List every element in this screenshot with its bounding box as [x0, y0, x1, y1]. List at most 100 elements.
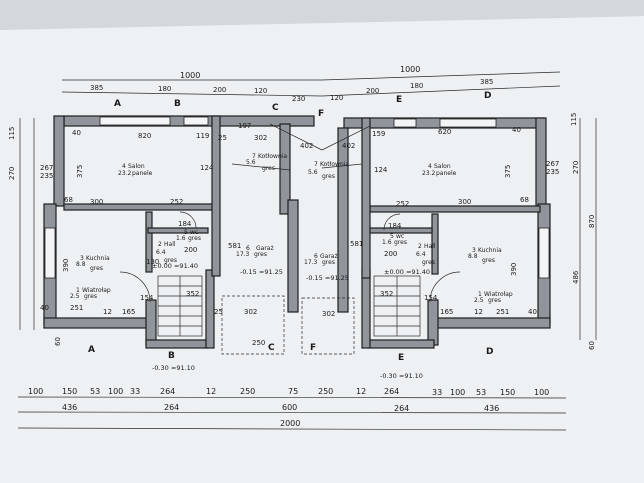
marker-a-top: A	[114, 99, 121, 109]
marker-f-bottom: F	[310, 343, 316, 353]
window-salon-left	[99, 116, 171, 126]
dim-top-l4: 120	[254, 87, 267, 95]
room-floor-hall-r: gres	[422, 259, 435, 266]
room-no-gar-l: 6	[246, 245, 250, 252]
dim-top-total-left: 1000	[180, 71, 200, 80]
room-no-hall-r: 2	[418, 243, 422, 250]
dim-b1-2: 53	[90, 387, 100, 396]
dim-b2-4: 436	[484, 404, 499, 413]
room-area-kot-r: 5.6	[308, 169, 318, 176]
dim-154-l: 154	[140, 294, 154, 302]
room-name-salon-r: Salon	[434, 163, 451, 170]
door-swing-entry-left	[119, 271, 151, 303]
dim-top-total-right: 1000	[400, 65, 420, 74]
dim-top-l1: 385	[90, 84, 103, 92]
dim-119: 119	[196, 132, 209, 140]
room-name-wc-r: wc	[396, 233, 404, 240]
room-name-kuch-l: Kuchnia	[86, 255, 110, 262]
room-name-kuch-r: Kuchnia	[478, 247, 502, 254]
dim-267-r: 267	[546, 160, 559, 168]
dim-b2-0: 436	[62, 403, 77, 412]
wall-south-left	[43, 317, 153, 329]
room-area-gar-r: 17.3	[304, 259, 318, 266]
room-area-hall-l: 6.4	[156, 249, 166, 256]
room-name-hall-r: Hall	[424, 243, 436, 250]
dim-251-r: 251	[496, 308, 509, 316]
dim-top-l3: 200	[213, 86, 226, 94]
room-no-wc-r: 5	[390, 233, 394, 240]
dim-b1-14: 53	[476, 388, 486, 397]
wall-garage-right	[337, 127, 349, 313]
dim-390-l: 390	[62, 259, 70, 272]
room-area-kuch-l: 8.8	[76, 261, 86, 268]
room-floor-gar-r: gres	[322, 259, 335, 266]
dim-581-r: 581	[350, 240, 363, 248]
marker-b-top: B	[174, 99, 181, 109]
side-dims-left: 115 270 375 267 235 68 390 60	[8, 118, 84, 346]
room-floor-salon-r: panele	[436, 170, 457, 177]
room-area-kuch-r: 8.8	[468, 253, 478, 260]
room-area-hall-r: 6.4	[416, 251, 426, 258]
dim-820: 820	[138, 132, 151, 140]
dim-402-r: 402	[342, 142, 355, 150]
wall-south-right	[435, 317, 551, 329]
dim-300-l: 300	[90, 198, 103, 206]
dim-b1-5: 264	[160, 387, 175, 396]
door-swing-wc-right	[383, 213, 401, 231]
window-top-right-2	[393, 118, 417, 128]
marker-f-top: F	[318, 109, 324, 119]
dim-b1-9: 250	[318, 387, 333, 396]
room-name-gar-r: Garaż	[320, 253, 338, 260]
dim-40-a: 40	[72, 129, 81, 137]
marker-c-bottom: C	[268, 343, 275, 353]
room-no-kot-r: 7	[314, 161, 318, 168]
dim-486-r: 486	[572, 270, 580, 284]
dim-12-r: 12	[474, 308, 483, 316]
dim-68-r: 68	[520, 196, 529, 204]
dim-68-l: 68	[64, 196, 73, 204]
room-floor-hall-l: gres	[164, 257, 177, 264]
side-dims-right: 115 270 870 486 375 267 235 68 390 60	[504, 113, 597, 350]
dim-top-r2: 200	[366, 87, 379, 95]
center-junction	[231, 123, 371, 171]
room-area-kot-l: 5.6	[246, 159, 256, 166]
rooms-right: 4 Salon 23.2 panele 7 Kotłownia 5.6 gres…	[304, 161, 513, 380]
dim-b2-2: 600	[282, 403, 297, 412]
paper	[0, 16, 644, 483]
dim-302: 302	[254, 134, 267, 142]
dim-b1-3: 100	[108, 387, 123, 396]
room-area-wia-l: 2.5	[70, 293, 80, 300]
dim-b1-4: 33	[130, 387, 140, 396]
room-floor-wia-r: gres	[488, 297, 501, 304]
dim-252-l: 252	[170, 198, 183, 206]
garage-pit-left	[221, 295, 285, 355]
dim-60-l: 60	[54, 337, 62, 346]
dim-bottom-total: 2000	[280, 419, 300, 428]
wall-entry	[145, 299, 157, 346]
dim-352-r: 352	[380, 290, 393, 298]
dim-b1-13: 100	[450, 388, 465, 397]
dim-b1-15: 150	[500, 388, 515, 397]
room-no-kot-l: 7	[252, 153, 256, 160]
wall-salon-garage-right	[361, 117, 371, 279]
dim-b1-1: 150	[62, 387, 77, 396]
level-entry-right: -0.30 =91.10	[380, 372, 423, 380]
dim-b1-10: 12	[356, 387, 366, 396]
dim-165-l: 165	[122, 308, 135, 316]
wall-entry-right	[427, 299, 439, 346]
dim-302-b-l: 302	[244, 308, 257, 316]
dim-top-r3: 180	[410, 82, 423, 90]
dim-235-l: 235	[40, 172, 53, 180]
dim-581-l: 581	[228, 242, 241, 250]
dim-b1-12: 33	[432, 388, 442, 397]
dim-870-r: 870	[588, 215, 596, 228]
dim-115-r: 115	[570, 113, 578, 126]
level-floor-right: ±0.00 =91.40	[384, 268, 430, 276]
room-floor-wia-l: gres	[84, 293, 97, 300]
window-kuchnia-left	[44, 227, 56, 279]
dim-124-r: 124	[374, 166, 388, 174]
wall-stair-bottom-right	[367, 339, 435, 349]
room-name-wc-l: wc	[190, 229, 198, 236]
stairs-right	[373, 275, 421, 337]
